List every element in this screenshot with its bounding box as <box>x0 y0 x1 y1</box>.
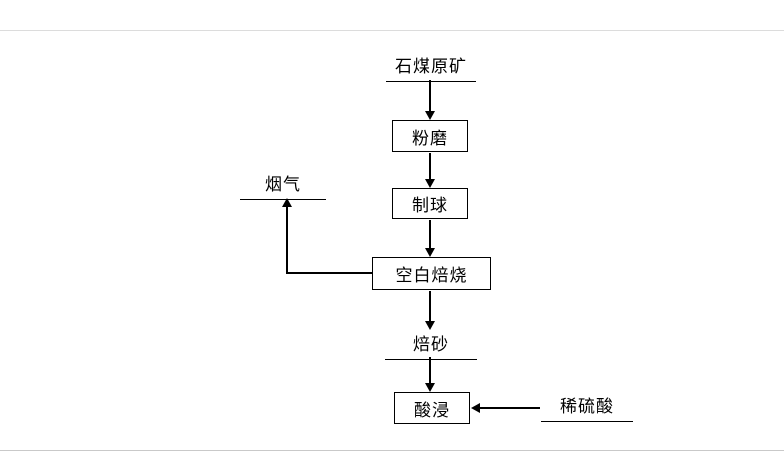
arrow-calcine-to-leaching-line <box>429 357 431 384</box>
label-flue-gas: 烟气 <box>240 170 326 200</box>
top-divider <box>0 30 784 31</box>
arrow-calcine-to-leaching-head-icon <box>425 383 435 392</box>
acid-input-arrow-line <box>480 407 540 409</box>
arrow-pelletizing-to-roasting-head-icon <box>425 248 435 257</box>
box-pelletizing: 制球 <box>392 188 468 219</box>
box-blank-roasting: 空白焙烧 <box>372 257 491 290</box>
flue-gas-connector-vline <box>286 206 288 274</box>
flue-gas-arrow-head-icon <box>282 198 292 207</box>
label-calcine: 焙砂 <box>385 330 477 360</box>
arrow-grinding-to-pelletizing-line <box>429 153 431 180</box>
bottom-divider <box>0 450 784 451</box>
box-grinding: 粉磨 <box>392 120 468 152</box>
flue-gas-connector-hline <box>286 272 372 274</box>
arrow-roasting-to-calcine-head-icon <box>425 321 435 330</box>
arrow-grinding-to-pelletizing-head-icon <box>425 179 435 188</box>
box-acid-leaching: 酸浸 <box>394 392 470 424</box>
arrow-pelletizing-to-roasting-line <box>429 220 431 249</box>
label-dilute-sulfuric-acid: 稀硫酸 <box>541 392 633 422</box>
acid-input-arrow-head-icon <box>471 403 480 413</box>
arrow-raw-ore-to-grinding-head-icon <box>425 111 435 120</box>
label-raw-ore: 石煤原矿 <box>386 52 476 82</box>
arrow-roasting-to-calcine-line <box>429 291 431 322</box>
arrow-raw-ore-to-grinding-line <box>429 80 431 112</box>
